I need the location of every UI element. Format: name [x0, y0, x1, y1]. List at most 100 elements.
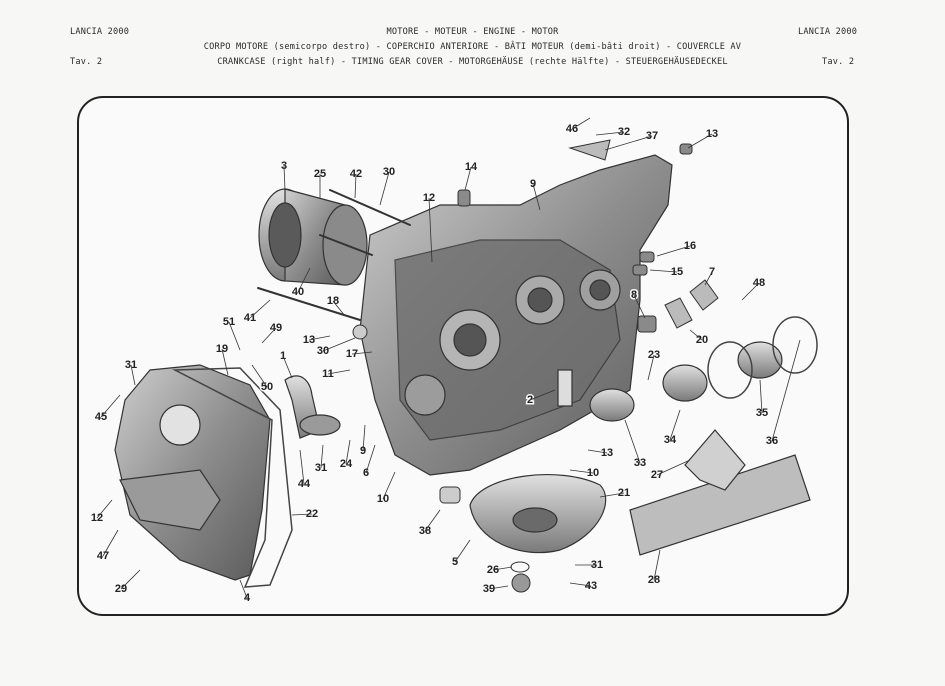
leader-line	[529, 389, 556, 401]
part-number-label: 18	[327, 295, 339, 307]
leader-line	[96, 499, 113, 519]
part-number-label: 23	[648, 349, 660, 361]
leader-line	[771, 339, 801, 442]
leader-line	[454, 539, 471, 563]
leader-line	[221, 348, 229, 376]
cover-gasket	[172, 367, 293, 588]
bearing-shells	[589, 341, 783, 422]
part-number-label: 37	[646, 130, 658, 142]
leader-line	[100, 394, 121, 418]
leader-line	[741, 282, 760, 301]
leader-line	[365, 444, 376, 474]
header-line1: MOTORE - MOTEUR - ENGINE - MOTOR	[386, 27, 559, 37]
part-number-label: 21	[618, 487, 630, 499]
leader-line	[299, 449, 305, 485]
leader-line	[656, 245, 691, 257]
leader-line	[130, 364, 136, 386]
part-number-label: 22	[306, 508, 318, 520]
leader-line	[571, 117, 591, 130]
leader-line	[687, 133, 713, 149]
header-right-plate: Tav. 2	[822, 57, 855, 67]
leader-line	[351, 351, 373, 355]
leader-line	[308, 335, 331, 341]
leader-line	[532, 183, 541, 211]
leader-line	[322, 337, 356, 352]
leader-line	[428, 197, 433, 263]
leader-line	[689, 329, 703, 341]
leader-line	[282, 355, 293, 379]
baffle-plates	[629, 429, 811, 556]
part-number-label: 25	[314, 168, 326, 180]
part-number-label: 19	[216, 343, 228, 355]
leader-line	[569, 582, 592, 587]
part-number-label: 7	[709, 266, 715, 278]
part-number-label: 32	[618, 126, 630, 138]
leader-line	[595, 131, 625, 136]
sump-cover	[469, 474, 607, 554]
leader-line	[332, 300, 346, 317]
leader-line	[759, 379, 763, 414]
leader-line	[604, 135, 653, 151]
leader-line	[327, 369, 351, 375]
leader-line	[647, 354, 655, 381]
leader-line	[624, 419, 641, 464]
part-number-label: 13	[706, 128, 718, 140]
small-parts	[352, 139, 719, 593]
part-number-label: 3	[281, 160, 287, 172]
part-number-label: 14	[465, 161, 478, 173]
part-number-label: 51	[223, 316, 235, 328]
header-line2: CORPO MOTORE (semicorpo destro) - COPERC…	[203, 42, 742, 52]
leader-line	[261, 327, 277, 344]
part-number-label: 44	[298, 478, 311, 490]
leader-line	[488, 585, 509, 590]
part-number-label: 1	[280, 350, 286, 362]
part-number-label: 30	[383, 166, 395, 178]
part-number-label: 24	[340, 458, 353, 470]
leader-line	[464, 166, 472, 191]
leader-line	[704, 271, 713, 286]
leader-line	[320, 444, 324, 469]
water-elbow	[284, 375, 341, 439]
part-number-label: 9	[530, 178, 536, 190]
leader-line	[120, 569, 141, 590]
crankcase-body	[359, 154, 673, 476]
leader-lines	[96, 117, 801, 599]
leader-line	[656, 459, 691, 476]
leader-line	[649, 269, 678, 273]
header-right-title: LANCIA 2000	[798, 27, 858, 37]
header-left-title: LANCIA 2000	[70, 27, 130, 37]
leader-line	[669, 409, 681, 441]
part-number-label: 12	[423, 192, 435, 204]
part-number-label: 42	[350, 168, 362, 180]
leader-line	[379, 171, 390, 206]
part-number-label: 8	[631, 289, 637, 301]
leader-line	[297, 267, 311, 293]
timing-gear-cover	[114, 364, 271, 581]
cylinder-sleeve	[258, 188, 368, 286]
leader-line	[599, 492, 625, 498]
part-number-label: 16	[684, 240, 696, 252]
part-number-label: 31	[125, 359, 137, 371]
leader-line	[424, 509, 441, 532]
header-line3: CRANKCASE (right half) - TIMING GEAR COV…	[217, 57, 728, 67]
leader-line	[228, 321, 241, 351]
header-left-plate: Tav. 2	[70, 57, 103, 67]
leader-line	[283, 165, 286, 191]
leader-line	[587, 449, 608, 454]
leader-line	[569, 469, 594, 474]
leader-line	[251, 364, 268, 388]
leader-line	[382, 471, 396, 500]
studs	[257, 189, 411, 321]
leader-line	[249, 299, 271, 319]
leader-line	[239, 579, 248, 599]
leader-line	[102, 529, 119, 557]
leader-line	[291, 513, 313, 516]
thrust-washers	[707, 316, 818, 399]
leader-line	[653, 549, 661, 581]
leader-line	[354, 173, 357, 199]
leader-line	[362, 424, 366, 452]
part-number-label: 4	[244, 592, 251, 604]
leader-line	[492, 566, 513, 571]
leader-line	[345, 439, 351, 465]
